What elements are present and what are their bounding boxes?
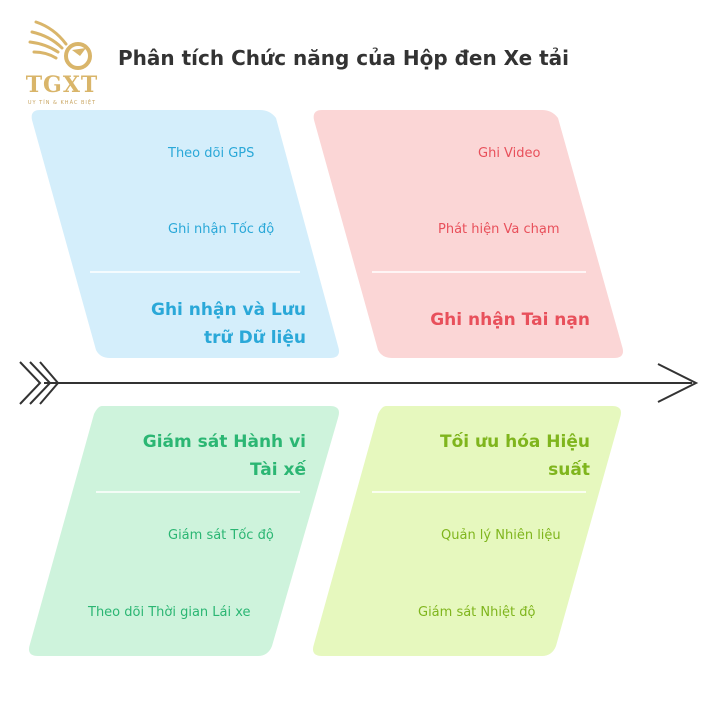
- item-fuel: Quản lý Nhiên liệu: [441, 528, 561, 543]
- logo-tagline: UY TÍN & KHÁC BIỆT: [27, 100, 97, 106]
- category-heading-driver: Giám sát Hành vi Tài xế: [142, 432, 306, 480]
- item-gps: Theo dõi GPS: [168, 146, 255, 161]
- category-box-accident: [313, 110, 623, 358]
- item-driving-time: Theo dõi Thời gian Lái xe: [88, 605, 251, 620]
- category-box-performance: [313, 406, 621, 656]
- item-speed-record: Ghi nhận Tốc độ: [168, 222, 275, 237]
- category-box-data: [31, 110, 340, 358]
- eagle-logo-icon: [28, 20, 92, 70]
- category-box-driver: [29, 406, 339, 656]
- category-heading-data: Ghi nhận và Lưu trữ Dữ liệu: [150, 300, 306, 348]
- item-speed-monitor: Giám sát Tốc độ: [168, 528, 274, 543]
- item-temperature: Giám sát Nhiệt độ: [418, 605, 536, 620]
- logo-text: TGXT: [25, 72, 99, 98]
- item-video: Ghi Video: [478, 146, 541, 161]
- item-collision: Phát hiện Va chạm: [438, 222, 560, 237]
- category-heading-performance: Tối ưu hóa Hiệu suất: [439, 432, 590, 480]
- page-title: Phân tích Chức năng của Hộp đen Xe tải: [118, 46, 570, 70]
- category-heading-accident: Ghi nhận Tai nạn: [430, 310, 590, 330]
- spine-arrow: [19, 361, 699, 405]
- logo: TGXT UY TÍN & KHÁC BIỆT: [14, 16, 110, 106]
